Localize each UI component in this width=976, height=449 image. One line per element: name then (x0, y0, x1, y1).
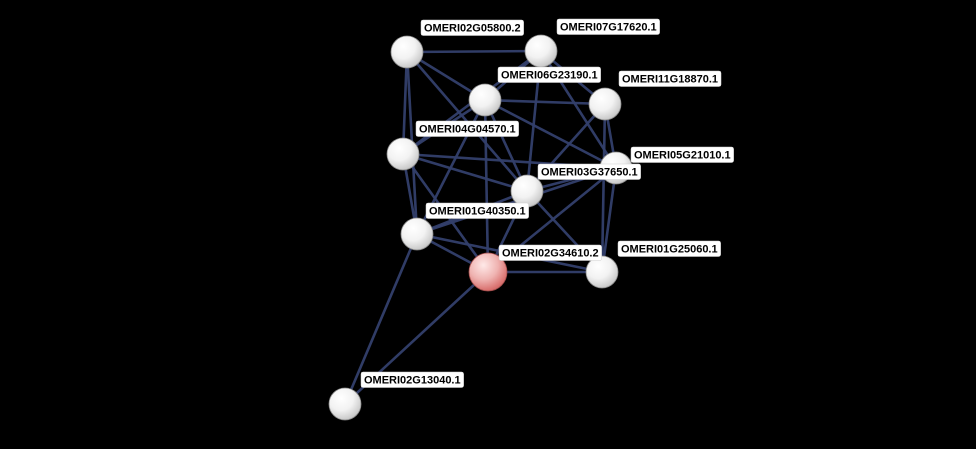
label-layer: OMERI02G05800.2 OMERI07G17620.1OMERI06G23… (360, 18, 734, 388)
node-label-text-g: OMERI03G37650.1 (541, 167, 638, 179)
node-label-text-i: OMERI02G34610.2 (502, 248, 599, 260)
graph-node-h[interactable] (400, 217, 434, 251)
node-label-text-c: OMERI06G23190.1 (501, 70, 598, 82)
node-label-g[interactable] (537, 163, 641, 180)
graph-node-b[interactable] (524, 34, 558, 68)
graph-edge-c-d[interactable] (483, 98, 607, 106)
graph-edge-e-g[interactable] (401, 152, 529, 193)
node-label-h[interactable] (425, 202, 529, 219)
node-label-i[interactable] (498, 244, 602, 261)
node-label-e[interactable] (415, 120, 519, 137)
node-label-c[interactable] (497, 66, 601, 83)
graph-node-c[interactable] (468, 83, 502, 117)
node-label-f[interactable] (630, 146, 734, 163)
graph-edge-a-e[interactable] (401, 50, 409, 156)
node-label-text-f: OMERI05G21010.1 (634, 150, 731, 162)
graph-node-a[interactable] (390, 35, 424, 69)
node-label-j[interactable] (617, 240, 721, 257)
graph-node-k[interactable] (328, 387, 362, 421)
node-layer (328, 34, 633, 421)
node-label-text-b: OMERI07G17620.1 (560, 22, 657, 34)
graph-edge-c-g[interactable] (483, 98, 529, 193)
graph-node-i-highlighted[interactable] (468, 252, 508, 292)
node-label-d[interactable] (618, 70, 722, 87)
node-label-text-e: OMERI04G04570.1 (419, 124, 516, 136)
node-label-k[interactable] (360, 371, 464, 388)
graph-edge-d-j[interactable] (600, 102, 607, 274)
graph-edge-a-b[interactable] (405, 49, 543, 54)
graph-node-d[interactable] (588, 87, 622, 121)
graph-node-j[interactable] (585, 255, 619, 289)
node-label-text-j: OMERI01G25060.1 (621, 244, 718, 256)
node-label-b[interactable] (556, 18, 660, 35)
node-label-text-h: OMERI01G40350.1 (429, 206, 526, 218)
node-label-text-a: OMERI02G05800.2 (424, 23, 521, 35)
graph-node-g[interactable] (510, 174, 544, 208)
graph-node-e[interactable] (386, 137, 420, 171)
graph-edge-h-k[interactable] (343, 232, 419, 406)
graph-edge-c-f[interactable] (483, 98, 618, 170)
node-label-text-k: OMERI02G13040.1 (364, 375, 461, 387)
node-label-text-d: OMERI11G18870.1 (622, 74, 718, 86)
graph-edge-f-j[interactable] (600, 166, 618, 274)
node-label-a[interactable] (420, 19, 524, 36)
